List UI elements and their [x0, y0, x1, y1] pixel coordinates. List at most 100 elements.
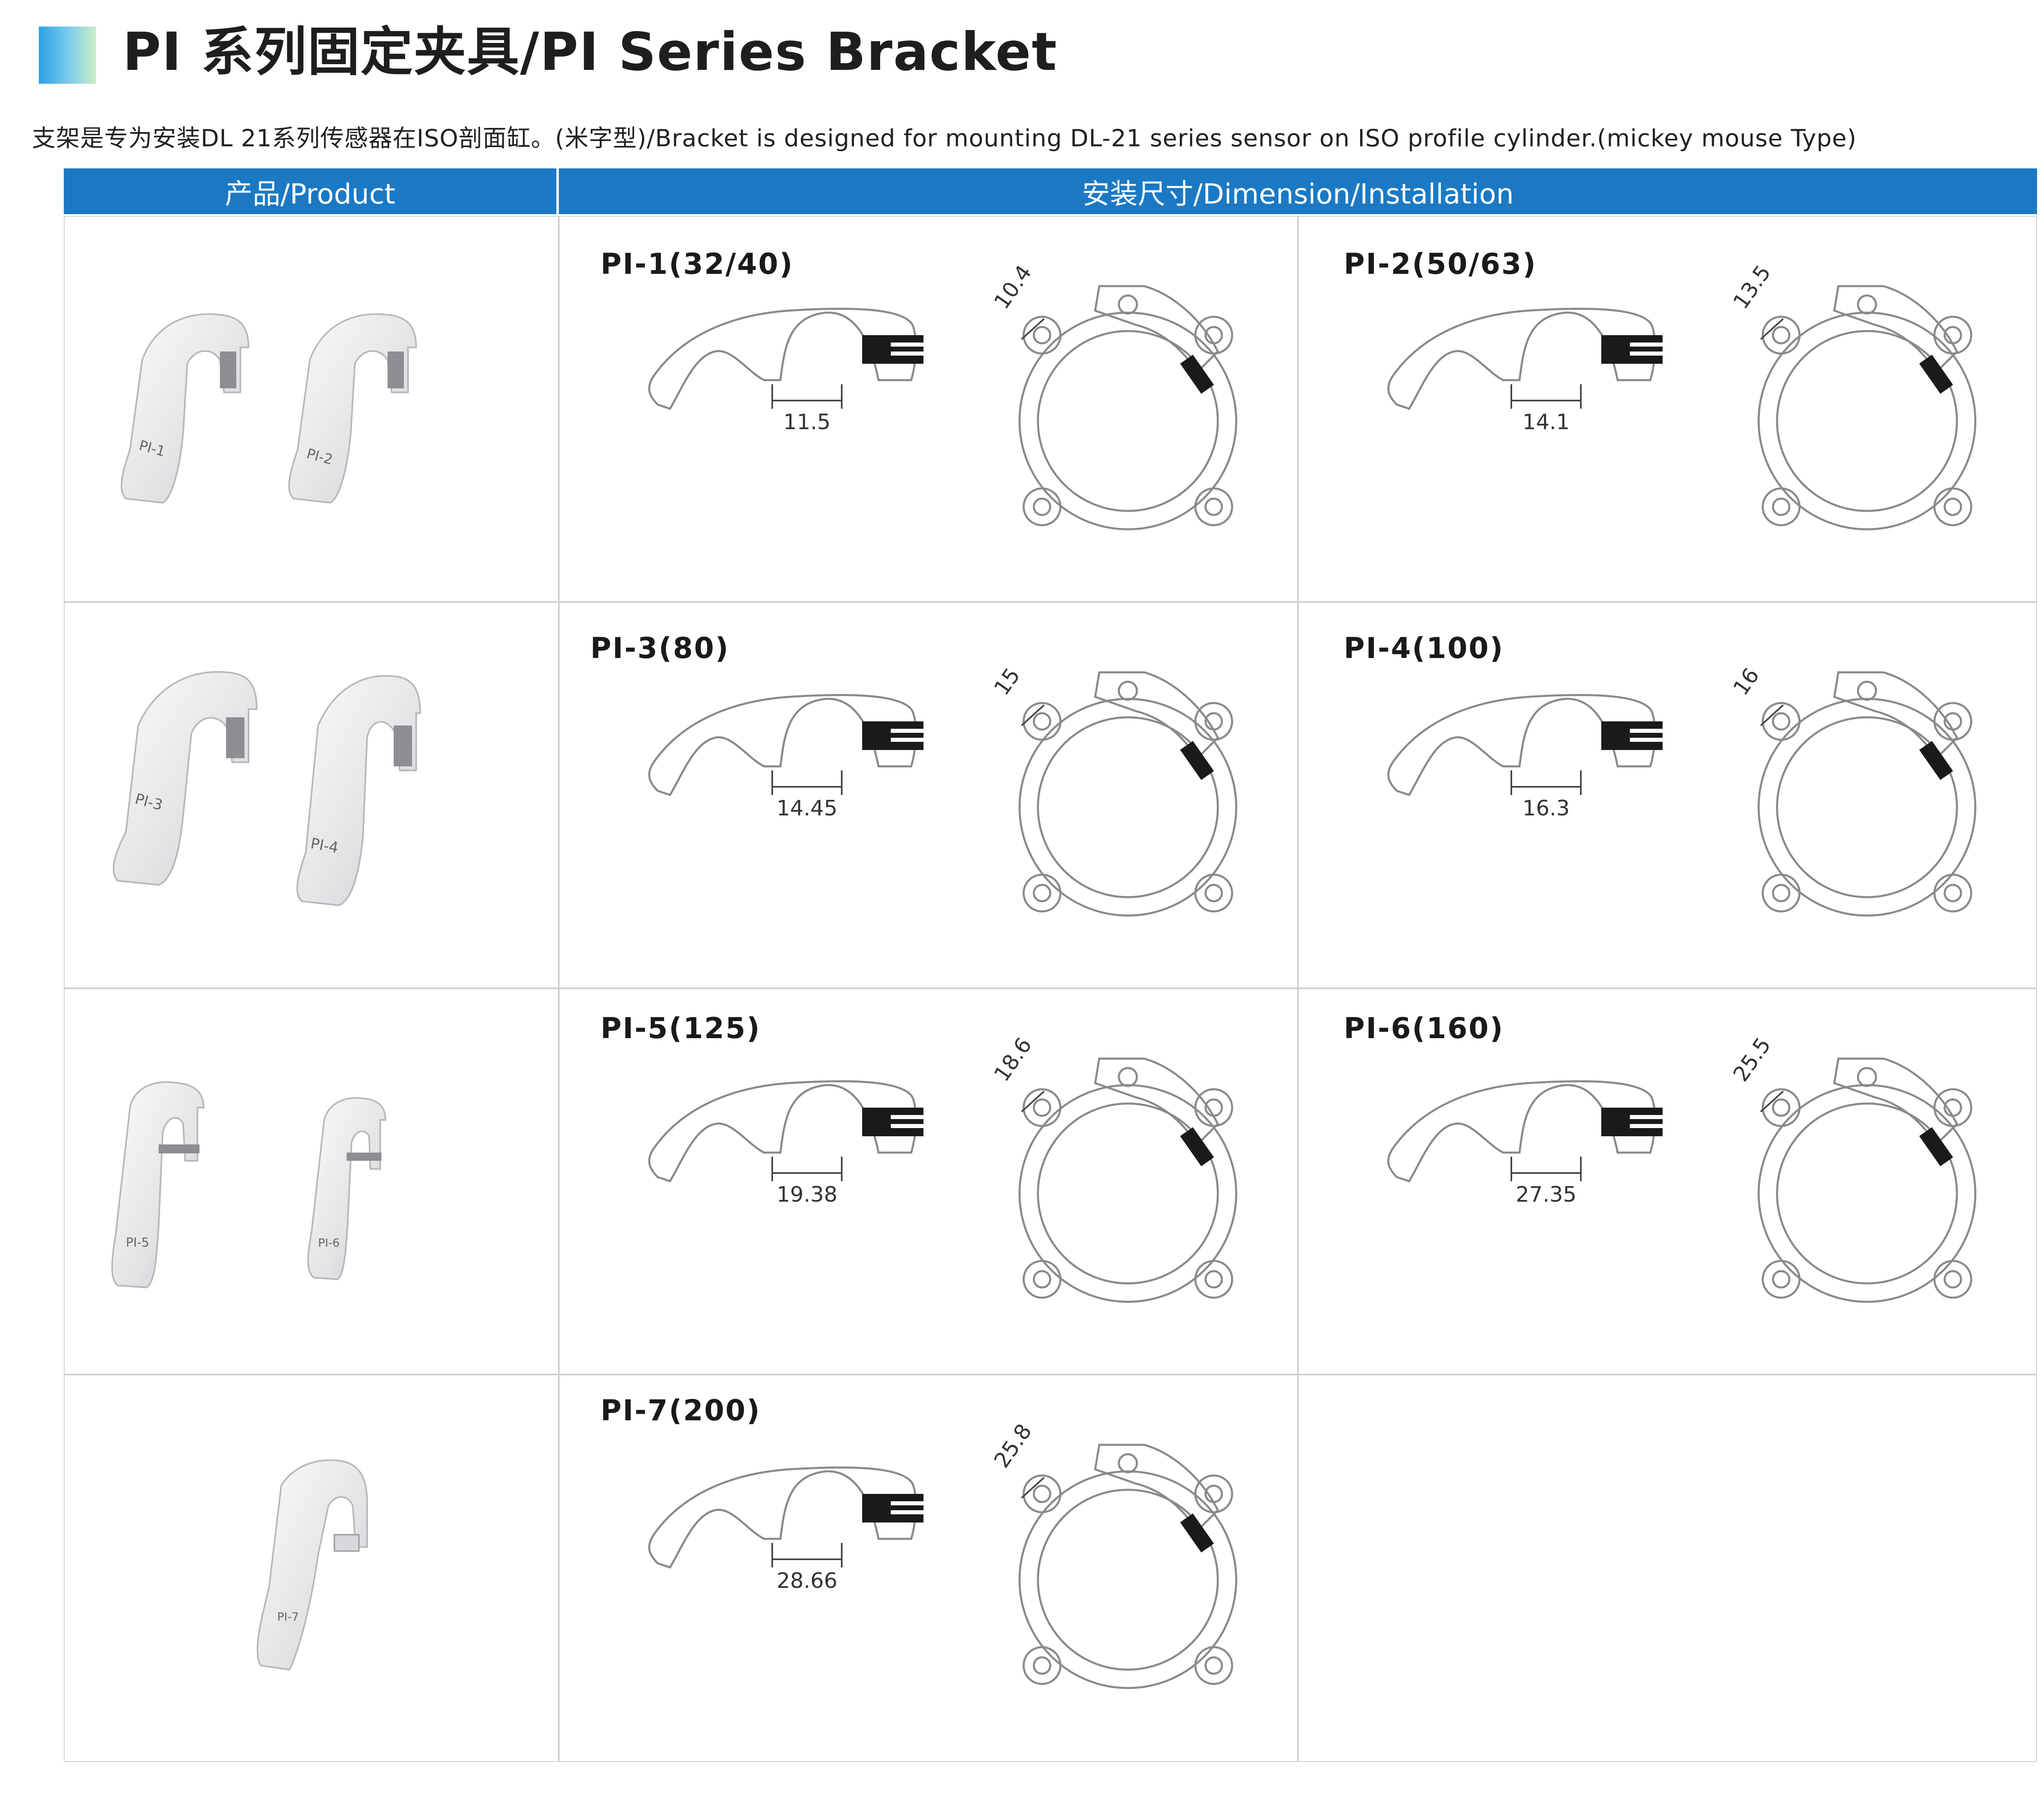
tie-rod-hole: [1943, 1270, 1962, 1289]
tie-rod-boss: [1933, 1088, 1972, 1127]
ring-dimension-label: 13.5: [1729, 261, 1776, 313]
tie-rod-hole: [1033, 712, 1051, 731]
clip-dimension: [1511, 770, 1582, 795]
clip-dimension-label: 14.45: [777, 796, 838, 821]
sensor-slot: [1630, 729, 1667, 733]
model-title: PI-1(32/40): [601, 247, 794, 281]
page-title: PI 系列固定夹具/PI Series Bracket: [123, 22, 1058, 83]
clip-profile-outline: [648, 1466, 917, 1569]
bracket-outline: [1833, 285, 1959, 374]
dimension-drawing: 16.316: [1387, 664, 1977, 917]
bracket-photo-pair: PI-5 PI-6: [111, 1081, 387, 1289]
sensor-in-bracket: [1180, 1513, 1214, 1553]
tie-rod-boss: [1194, 1260, 1233, 1299]
bracket-photo-6: PI-6: [307, 1097, 387, 1281]
clip-dimension-label: 19.38: [777, 1182, 838, 1207]
model-title: PI-5(125): [601, 1012, 761, 1045]
ring-dimension: [1021, 1090, 1045, 1113]
bracket-screw: [1118, 1067, 1138, 1087]
tie-rod-boss: [1933, 873, 1972, 913]
ring-dimension-label: 25.5: [1729, 1033, 1776, 1086]
cylinder-section: [1018, 671, 1237, 917]
tie-rod-boss: [1933, 487, 1972, 526]
clip-profile-outline: [1387, 307, 1656, 410]
tie-rod-boss: [1762, 1088, 1801, 1127]
tie-rod-hole: [1033, 1656, 1051, 1675]
drawing-group: [648, 1466, 928, 1569]
bracket-label: PI-7: [277, 1610, 299, 1623]
bracket-photo-5: PI-5: [111, 1081, 205, 1289]
cylinder-section: [1757, 671, 1977, 917]
bracket-photo-3: PI-3: [112, 671, 258, 886]
ring-dimension: [1760, 704, 1784, 726]
tie-rod-hole: [1772, 497, 1791, 516]
tie-rod-boss: [1762, 873, 1801, 913]
clip-profile-outline: [648, 307, 917, 410]
dim-line: [1021, 704, 1045, 726]
sensor-in-bracket: [1919, 354, 1953, 394]
dimension-drawing: 27.35 25.5: [1387, 1033, 1977, 1303]
sensor-in-bracket: [1919, 1127, 1953, 1166]
bracket-outline: [1094, 1057, 1219, 1146]
bracket-outline: [1094, 1444, 1219, 1532]
dim-line: [1760, 704, 1784, 726]
tie-rod-boss: [1022, 873, 1062, 913]
sensor-slot: [891, 1115, 928, 1119]
sensor-block: [1601, 721, 1663, 750]
tie-rod-hole: [1943, 497, 1962, 516]
sensor-slot: [891, 1124, 928, 1128]
column-header-dimension: 安装尺寸/Dimension/Installation: [559, 168, 2037, 214]
dim-line: [1760, 318, 1784, 340]
product-cell-row-2: PI-3 PI-4: [64, 602, 559, 988]
product-cell-row-4: PI-7: [64, 1375, 559, 1762]
cylinder-section: [1018, 1444, 1237, 1689]
tie-rod-boss: [1022, 316, 1062, 355]
tie-rod-boss: [1194, 1646, 1233, 1685]
ring-dimension: [1021, 704, 1045, 726]
ring-dimension: [1021, 1477, 1045, 1499]
dimension-drawing: 11.5 10.4: [648, 261, 1237, 531]
tie-rod-hole: [1033, 1484, 1051, 1503]
model-title: PI-3(80): [590, 631, 730, 665]
sensor-block: [862, 1494, 923, 1522]
clip-dimension-label: 27.35: [1516, 1182, 1577, 1207]
bracket-screw: [1857, 1067, 1877, 1087]
product-cell-row-3: PI-5 PI-6: [64, 988, 559, 1375]
sensor-slot: [1630, 352, 1667, 356]
tie-rod-boss: [1933, 1260, 1972, 1299]
cylinder-bore: [1776, 716, 1958, 898]
bracket-photo-4: PI-4: [296, 675, 421, 907]
drawing-group: [1387, 694, 1667, 797]
tie-rod-boss: [1933, 316, 1972, 355]
clip-dimension: [771, 1543, 843, 1567]
tie-rod-hole: [1033, 326, 1051, 345]
tie-rod-boss: [1022, 1646, 1062, 1685]
clip-dimension: [771, 384, 843, 409]
bracket-outline: [1833, 671, 1959, 760]
model-title: PI-7(200): [601, 1394, 761, 1427]
dimension-cell-pi-1: PI-1(32/40) 11.5 10.4: [559, 216, 1298, 602]
cylinder-outer-ring: [1757, 698, 1977, 917]
drawing-group: [648, 694, 928, 797]
cylinder-outer-ring: [1018, 1470, 1237, 1689]
dim-line: [1760, 1090, 1784, 1113]
bracket-photo-7: PI-7: [256, 1459, 368, 1671]
tie-rod-boss: [1194, 702, 1233, 741]
tie-rod-boss: [1022, 1088, 1062, 1127]
ring-dimension-label: 10.4: [990, 261, 1037, 313]
drawing-group: [1387, 307, 1667, 410]
drawing-group: [648, 1080, 928, 1183]
tie-rod-hole: [1772, 1098, 1791, 1117]
bracket-screw: [1857, 294, 1877, 315]
clip-dimension-label: 11.5: [783, 410, 831, 434]
bracket-screw: [1118, 1453, 1138, 1473]
tie-rod-boss: [1762, 316, 1801, 355]
sensor-slot: [1630, 738, 1667, 742]
model-title: PI-4(100): [1344, 631, 1504, 665]
tie-rod-boss: [1194, 316, 1233, 355]
